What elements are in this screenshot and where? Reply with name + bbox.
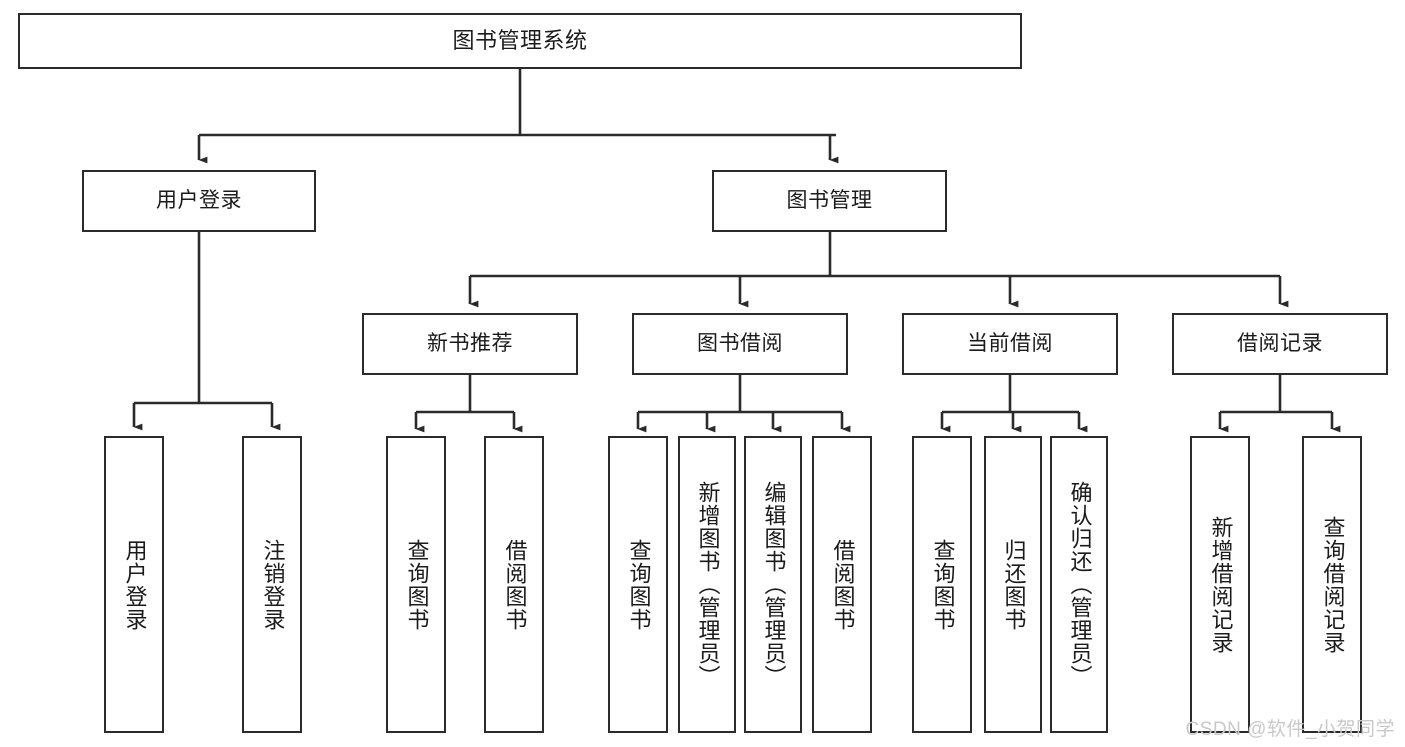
node-new-book-recommend-label: 新书推荐 — [427, 331, 513, 355]
node-leaf-add-record-label: 新增借阅记录 — [1208, 515, 1234, 654]
node-leaf-confirm-return[interactable]: 确认归还（管理员） — [1050, 436, 1108, 733]
node-leaf-user-login[interactable]: 用户登录 — [104, 436, 164, 733]
node-leaf-edit-book[interactable]: 编辑图书（管理员） — [744, 436, 802, 733]
node-leaf-add-book-label: 新增图书（管理员） — [695, 481, 721, 688]
node-leaf-query-book-2-label: 查询图书 — [626, 538, 652, 631]
node-leaf-query-record[interactable]: 查询借阅记录 — [1302, 436, 1362, 733]
node-leaf-borrow-book-1[interactable]: 借阅图书 — [484, 436, 544, 733]
node-leaf-edit-book-label: 编辑图书（管理员） — [761, 481, 787, 688]
node-current-borrow-label: 当前借阅 — [967, 331, 1053, 355]
node-leaf-query-book-3-label: 查询图书 — [930, 538, 956, 631]
node-leaf-query-book-3[interactable]: 查询图书 — [912, 436, 972, 733]
node-leaf-user-login-label: 用户登录 — [122, 538, 148, 631]
node-leaf-add-record[interactable]: 新增借阅记录 — [1190, 436, 1250, 733]
node-root-label: 图书管理系统 — [452, 28, 588, 54]
node-book-borrow-label: 图书借阅 — [697, 331, 783, 355]
node-leaf-confirm-return-label: 确认归还（管理员） — [1067, 481, 1093, 688]
node-leaf-query-book-2[interactable]: 查询图书 — [608, 436, 668, 733]
node-leaf-logout-label: 注销登录 — [260, 538, 286, 631]
node-borrow-record-label: 借阅记录 — [1237, 331, 1323, 355]
node-leaf-return-book[interactable]: 归还图书 — [984, 436, 1042, 733]
node-leaf-borrow-book-1-label: 借阅图书 — [502, 538, 528, 631]
node-book-manage-label: 图书管理 — [786, 188, 873, 212]
node-leaf-borrow-book-2[interactable]: 借阅图书 — [812, 436, 872, 733]
node-leaf-query-record-label: 查询借阅记录 — [1320, 515, 1346, 654]
node-leaf-add-book[interactable]: 新增图书（管理员） — [678, 436, 736, 733]
node-book-manage[interactable]: 图书管理 — [712, 170, 947, 232]
node-user-login-label: 用户登录 — [156, 188, 242, 212]
node-borrow-record[interactable]: 借阅记录 — [1172, 313, 1388, 375]
node-book-borrow[interactable]: 图书借阅 — [632, 313, 848, 375]
csdn-watermark: CSDN @软件_小贺同学 — [1185, 719, 1395, 740]
node-user-login[interactable]: 用户登录 — [82, 170, 316, 232]
node-current-borrow[interactable]: 当前借阅 — [902, 313, 1118, 375]
node-leaf-query-book-1[interactable]: 查询图书 — [386, 436, 446, 733]
node-leaf-query-book-1-label: 查询图书 — [404, 538, 430, 631]
node-leaf-logout[interactable]: 注销登录 — [242, 436, 302, 733]
node-leaf-borrow-book-2-label: 借阅图书 — [830, 538, 856, 631]
node-root[interactable]: 图书管理系统 — [18, 13, 1022, 69]
node-leaf-return-book-label: 归还图书 — [1001, 538, 1027, 631]
node-new-book-recommend[interactable]: 新书推荐 — [362, 313, 578, 375]
